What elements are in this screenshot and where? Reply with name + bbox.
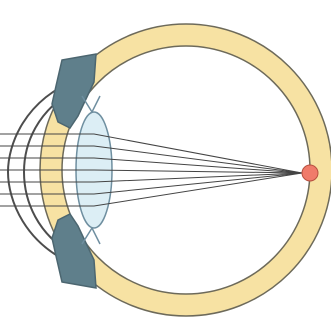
- focal-point: [302, 165, 318, 181]
